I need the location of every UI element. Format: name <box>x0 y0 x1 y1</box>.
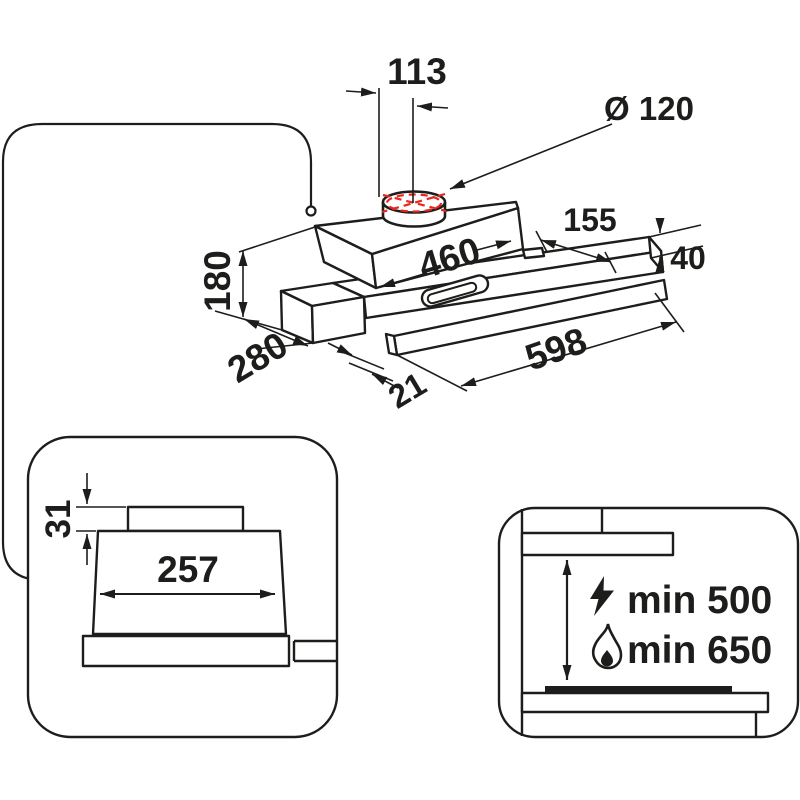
gas-clearance-label: min 650 <box>627 629 772 672</box>
dim-598 <box>396 292 685 392</box>
knockout-cross-icon <box>381 192 447 214</box>
left-box-right-face <box>310 295 367 345</box>
dim-31 <box>76 473 126 565</box>
handle-recess-inner <box>426 281 478 305</box>
front-view-duct-stub <box>126 505 245 533</box>
callout-frame <box>1 122 317 582</box>
installation-panel-border <box>497 506 800 739</box>
dim-40-label: 40 <box>670 240 706 276</box>
callout-frame-outline <box>1 122 313 582</box>
canopy-top-face <box>313 200 520 256</box>
dim-diameter-label: Ø 120 <box>604 90 694 127</box>
front-view-side-rail <box>292 639 337 663</box>
hood-side-profile <box>520 531 675 557</box>
front-view-canopy-trapezoid <box>91 529 288 636</box>
dim-155 <box>535 230 617 274</box>
dim-598-label: 598 <box>520 320 592 379</box>
dim-113 <box>345 87 449 203</box>
front-view-dimensions <box>76 473 275 599</box>
counter-top <box>520 691 770 714</box>
dim-155-label: 155 <box>563 202 616 238</box>
dim-31-label: 31 <box>39 500 78 539</box>
duct-knockout-marking <box>381 192 447 214</box>
dim-21-label: 21 <box>382 365 433 416</box>
dim-460 <box>379 240 512 288</box>
dim-280-label: 280 <box>221 324 295 391</box>
installation-panel: min 500 min 650 <box>497 506 800 739</box>
dim-257-label: 257 <box>157 549 219 590</box>
isometric-dimensions <box>214 87 704 392</box>
electric-clearance-label: min 500 <box>627 579 772 622</box>
dim-21 <box>327 342 399 389</box>
front-view-visor-bar <box>81 634 291 668</box>
dim-diameter-leader <box>449 123 613 190</box>
dim-40 <box>648 218 704 272</box>
canopy-base-step <box>521 246 546 260</box>
flame-icon <box>591 623 623 670</box>
dim-180-label: 180 <box>197 250 238 312</box>
lightning-bolt-icon <box>590 576 614 616</box>
handle-recess <box>420 274 490 308</box>
front-view-panel: 31 257 <box>26 435 339 739</box>
callout-marker-circle <box>305 205 317 217</box>
dim-113-label: 113 <box>387 51 447 92</box>
visor-lip-end-face <box>384 332 399 357</box>
knockout-dashed-ellipse <box>385 193 443 213</box>
dim-280 <box>243 318 314 350</box>
cooktop-surface <box>545 686 732 693</box>
